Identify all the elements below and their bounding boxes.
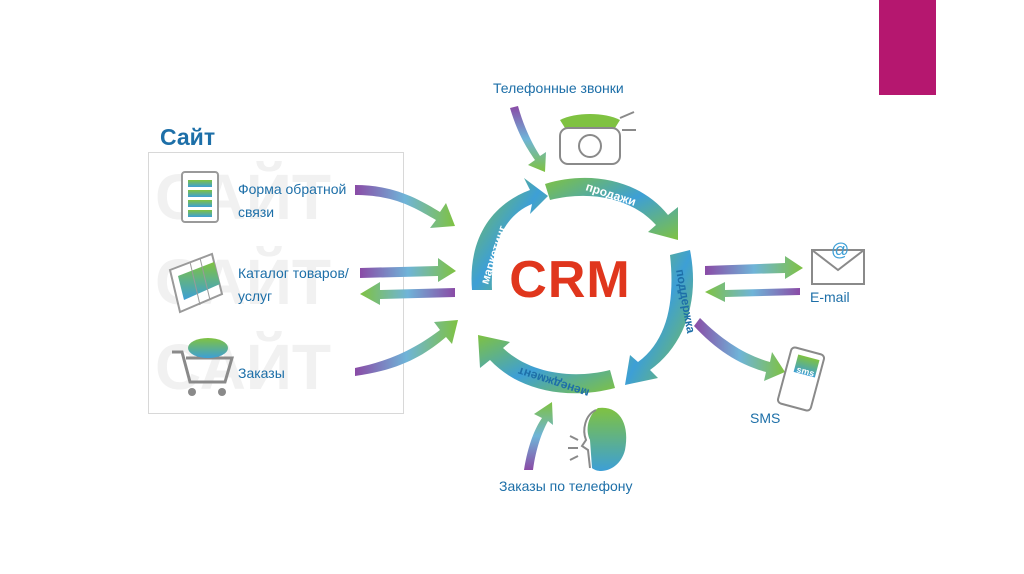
arrow-orders-to-crm: [355, 320, 458, 376]
email-label: E-mail: [810, 289, 850, 305]
arrow-phone-orders-to-crm: [524, 402, 553, 470]
email-at-symbol: @: [831, 240, 849, 260]
arrow-form-to-crm: [355, 185, 455, 228]
email-icon: @: [811, 240, 865, 285]
crm-cycle: [471, 177, 694, 394]
arrow-calls-to-crm: [510, 106, 546, 172]
arrow-crm-to-sms: [694, 318, 785, 381]
arrow-crm-to-email: [705, 256, 803, 279]
catalog-icon: [168, 252, 224, 314]
cycle-arrow-sales: [545, 177, 678, 240]
cart-icon: [172, 338, 234, 396]
site-title: Сайт: [160, 124, 216, 150]
arrow-crm-to-catalog: [360, 282, 455, 305]
site-watermark-3: САЙТ: [155, 331, 331, 403]
accent-block: [879, 0, 936, 95]
arrow-email-to-crm: [705, 282, 800, 302]
cycle-arrow-marketing: [471, 178, 548, 290]
sms-label: SMS: [750, 410, 781, 426]
catalog-label: Каталог товаров/услуг: [238, 265, 349, 304]
mobile-phone-icon: sms: [776, 346, 826, 412]
orders-label: Заказы: [238, 365, 285, 381]
phone-orders-label: Заказы по телефону: [499, 478, 633, 494]
crm-title: CRM: [509, 251, 631, 309]
form-icon: [181, 171, 219, 223]
person-phone-icon: [568, 407, 627, 471]
cycle-arrow-management: [478, 335, 615, 394]
site-box: [148, 152, 404, 414]
cycle-arrow-support: [625, 250, 694, 385]
form-label: Форма обратной связи: [238, 181, 347, 220]
arrow-catalog-to-crm: [360, 258, 456, 282]
sms-screen-label: sms: [795, 364, 815, 378]
telephone-icon: [559, 111, 636, 165]
calls-label: Телефонные звонки: [493, 80, 624, 96]
